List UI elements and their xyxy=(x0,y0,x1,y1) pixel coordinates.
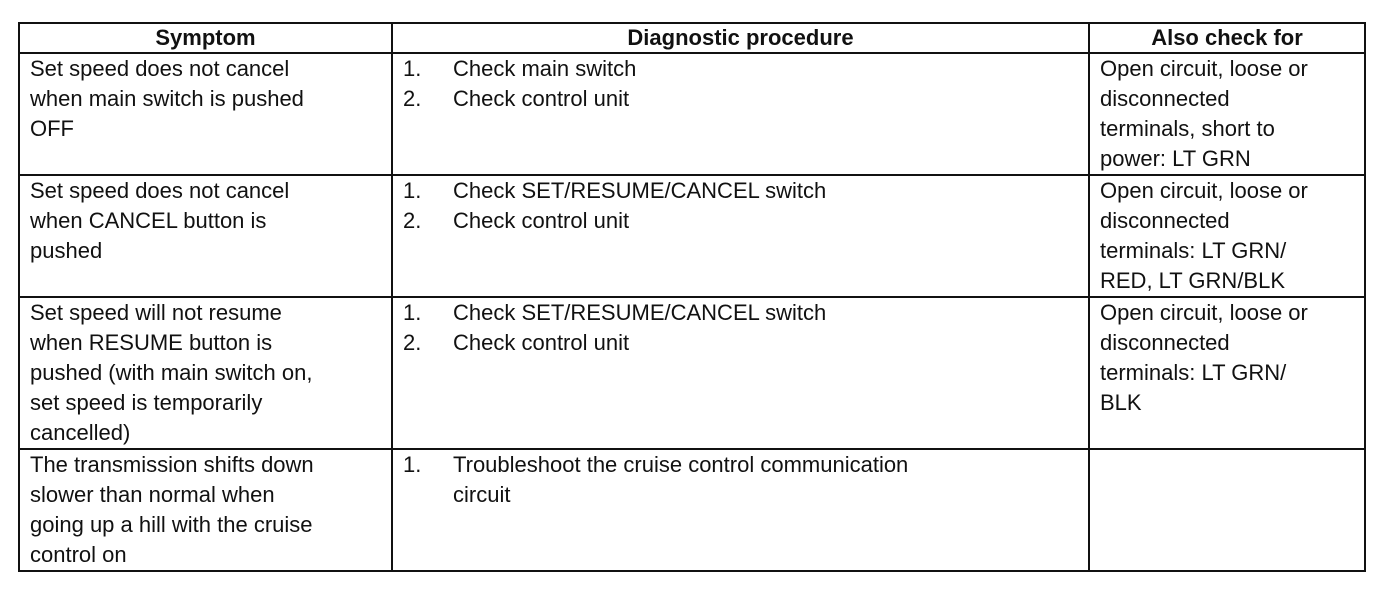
symptom-text: The transmission shifts down slower than… xyxy=(30,452,314,567)
procedure-step: 2. Check control unit xyxy=(403,206,1082,236)
step-number: 1. xyxy=(403,56,422,81)
also-check-cell xyxy=(1088,448,1366,572)
procedure-cell: 1. Check SET/RESUME/CANCEL switch 2. Che… xyxy=(391,296,1090,450)
symptom-cell: Set speed will not resume when RESUME bu… xyxy=(18,296,393,450)
step-number: 1. xyxy=(403,300,422,325)
also-check-cell: Open circuit, loose or disconnected term… xyxy=(1088,52,1366,176)
step-number: 2. xyxy=(403,330,422,355)
header-also-check-for: Also check for xyxy=(1088,22,1366,54)
header-diagnostic-procedure: Diagnostic procedure xyxy=(391,22,1090,54)
procedure-step: 1. Check SET/RESUME/CANCEL switch xyxy=(403,299,1082,328)
symptom-cell: Set speed does not cancel when main swit… xyxy=(18,52,393,176)
symptom-text: Set speed will not resume when RESUME bu… xyxy=(30,300,313,445)
header-symptom: Symptom xyxy=(18,22,393,54)
table-row: Set speed does not cancel when main swit… xyxy=(18,52,1366,176)
procedure-step: 1. Troubleshoot the cruise control commu… xyxy=(403,451,1082,510)
step-text: Check control unit xyxy=(453,208,630,233)
symptom-text: Set speed does not cancel when main swit… xyxy=(30,56,304,141)
also-check-text: Open circuit, loose or disconnected term… xyxy=(1100,178,1308,293)
procedure-cell: 1. Check SET/RESUME/CANCEL switch 2. Che… xyxy=(391,174,1090,298)
symptom-cell: The transmission shifts down slower than… xyxy=(18,448,393,572)
procedure-step: 1. Check SET/RESUME/CANCEL switch xyxy=(403,177,1082,206)
procedure-step: 1. Check main switch xyxy=(403,55,1082,84)
step-text: Check SET/RESUME/CANCEL switch xyxy=(453,178,827,203)
step-text: Check SET/RESUME/CANCEL switch xyxy=(453,300,827,325)
step-number: 2. xyxy=(403,208,422,233)
procedure-cell: 1. Troubleshoot the cruise control commu… xyxy=(391,448,1090,572)
also-check-text: Open circuit, loose or disconnected term… xyxy=(1100,300,1308,415)
step-text: Troubleshoot the cruise control communic… xyxy=(453,452,909,507)
symptom-cell: Set speed does not cancel when CANCEL bu… xyxy=(18,174,393,298)
step-text: Check control unit xyxy=(453,330,630,355)
step-number: 1. xyxy=(403,178,422,203)
table-row: Set speed will not resume when RESUME bu… xyxy=(18,296,1366,450)
symptom-text: Set speed does not cancel when CANCEL bu… xyxy=(30,178,290,263)
troubleshooting-table: Symptom Diagnostic procedure Also check … xyxy=(18,22,1366,572)
also-check-cell: Open circuit, loose or disconnected term… xyxy=(1088,296,1366,450)
procedure-cell: 1. Check main switch 2. Check control un… xyxy=(391,52,1090,176)
step-text: Check main switch xyxy=(453,56,637,81)
step-number: 1. xyxy=(403,452,422,477)
procedure-step: 2. Check control unit xyxy=(403,328,1082,358)
table-row: Set speed does not cancel when CANCEL bu… xyxy=(18,174,1366,298)
step-text: Check control unit xyxy=(453,86,630,111)
procedure-step: 2. Check control unit xyxy=(403,84,1082,114)
also-check-text: Open circuit, loose or disconnected term… xyxy=(1100,56,1308,171)
header-row: Symptom Diagnostic procedure Also check … xyxy=(18,22,1366,54)
also-check-cell: Open circuit, loose or disconnected term… xyxy=(1088,174,1366,298)
step-number: 2. xyxy=(403,86,422,111)
table-row: The transmission shifts down slower than… xyxy=(18,448,1366,572)
